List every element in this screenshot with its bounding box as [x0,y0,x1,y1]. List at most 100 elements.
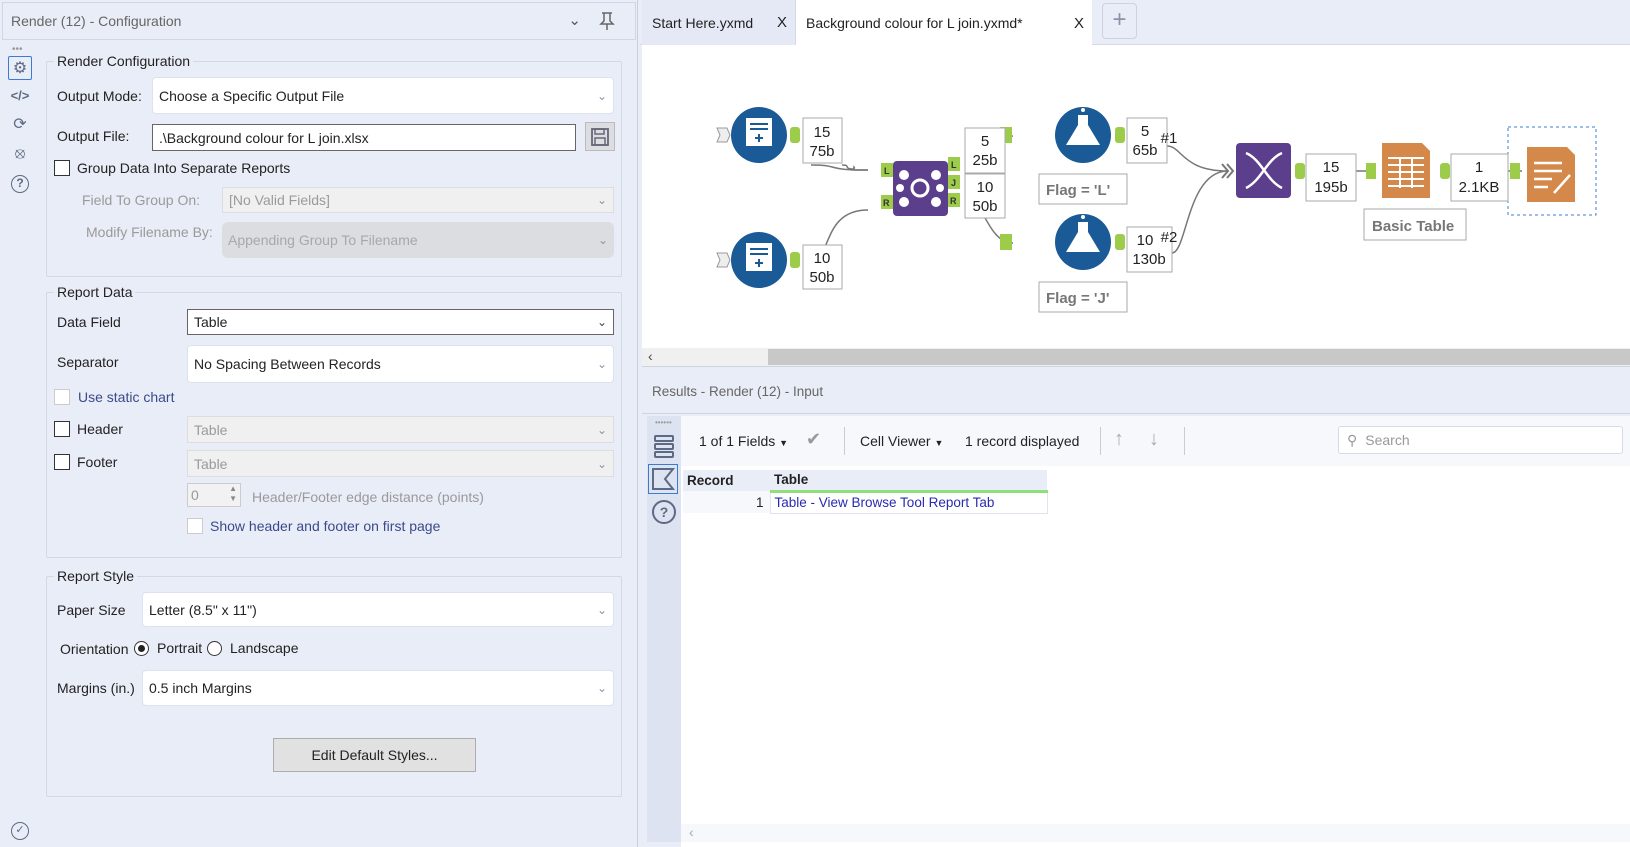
group-data-checkbox[interactable] [54,160,70,176]
canvas-horizontal-scrollbar[interactable]: ‹ [642,348,1630,366]
scroll-left-icon[interactable]: ‹ [648,348,653,364]
join-tool[interactable]: L R L J R [881,157,960,216]
header-checkbox[interactable] [54,421,70,437]
new-tab-button[interactable]: + [1102,3,1137,39]
scrollbar-thumb[interactable] [768,349,1630,365]
join-anchor-in-right: R [883,198,890,208]
field-to-group-value: [No Valid Fields] [229,192,330,208]
footer-value: Table [194,455,228,472]
code-icon[interactable]: </> [10,88,30,103]
table-row[interactable]: 1 Table - View Browse Tool Report Tab [683,490,1048,514]
cell-viewer-dropdown[interactable]: Cell Viewer ▼ [860,433,943,449]
table-cell-link[interactable]: Table - View Browse Tool Report Tab [769,490,1048,514]
fields-dropdown[interactable]: 1 of 1 Fields ▼ [699,433,788,449]
checkmark-icon[interactable]: ✔ [806,429,822,449]
tag-icon[interactable]: ⦻ [14,145,26,162]
svg-text:10: 10 [814,250,831,267]
drag-handle-icon[interactable]: ••• [12,44,23,55]
results-side-toolbar: •••••• ? [647,416,681,842]
output-mode-select[interactable]: Choose a Specific Output File⌄ [152,77,614,114]
input-tool-1[interactable] [716,107,800,163]
union-tool[interactable] [1221,143,1305,198]
modify-filename-select[interactable]: Appending Group To Filename⌄ [222,222,614,258]
column-header-table[interactable]: Table [770,470,1047,493]
margins-select[interactable]: 0.5 inch Margins⌄ [142,670,614,706]
svg-text:15: 15 [814,124,831,141]
toolbar-divider [1184,427,1185,455]
column-header-record[interactable]: Record [683,470,770,491]
report-style-group [46,576,622,797]
basic-table-label: Basic Table [1372,218,1454,235]
save-file-button[interactable] [585,122,615,151]
footer-label: Footer [77,454,118,470]
footer-select[interactable]: Table ⌄ [187,450,614,477]
output-file-label: Output File: [57,128,130,144]
svg-text:195b: 195b [1314,179,1347,196]
show-first-page-checkbox[interactable] [187,518,203,534]
output-mode-label: Output Mode: [57,88,142,104]
data-field-select[interactable]: Table⌄ [187,309,614,335]
separator-select[interactable]: No Spacing Between Records⌄ [187,345,614,383]
output-file-input[interactable]: .\Background colour for L join.xlsx [152,124,576,151]
portrait-label: Portrait [157,640,203,656]
results-horizontal-scrollbar[interactable]: ‹ [681,824,1630,842]
chevron-down-icon[interactable]: ⌄ [568,12,581,29]
save-icon [591,127,609,146]
paper-size-select[interactable]: Letter (8.5" x 11")⌄ [142,592,614,627]
svg-text:50b: 50b [972,198,997,215]
input-anchor-icon [652,468,676,490]
record-cell: 1 [683,491,770,513]
gear-icon[interactable]: ⚙ [8,56,32,80]
input-anchor [716,252,731,268]
header-select[interactable]: Table⌄ [187,416,614,443]
formula-tool-1[interactable] [1000,107,1125,163]
annotation-icon[interactable]: ⟳ [13,116,27,133]
configuration-panel: Render (12) - Configuration ⌄ ••• ⚙ </> … [0,0,638,847]
separator-label: Separator [57,354,119,370]
check-circle-icon[interactable]: ✓ [8,817,32,841]
input-anchor-button[interactable] [648,464,678,494]
basic-table-tool[interactable] [1366,143,1450,198]
chevron-down-icon: ⌄ [596,456,607,471]
modify-filename-label: Modify Filename By: [86,224,213,240]
landscape-radio[interactable] [207,641,222,656]
close-tab-icon[interactable]: X [1073,14,1084,32]
help-icon[interactable]: ? [652,500,676,524]
tab-background-colour[interactable]: Background colour for L join.yxmd* X [796,0,1092,46]
search-input[interactable]: ⚲Search [1338,426,1623,454]
arrow-up-icon[interactable]: ↑ [1114,428,1124,450]
report-style-legend: Report Style [54,568,138,584]
svg-text:25b: 25b [972,152,997,169]
help-icon[interactable]: ? [8,171,32,195]
edge-distance-stepper[interactable]: 0▲▼ [187,483,241,507]
stepper-arrows-icon[interactable]: ▲▼ [229,484,237,503]
chevron-down-icon: ⌄ [596,681,607,695]
union-tag-2: #2 [1161,229,1178,246]
paper-size-label: Paper Size [57,602,126,618]
scroll-left-icon[interactable]: ‹ [689,824,694,840]
pin-icon[interactable] [599,11,615,31]
arrow-down-icon[interactable]: ↓ [1149,428,1159,450]
static-chart-checkbox[interactable] [54,389,70,405]
close-tab-icon[interactable]: X [776,14,787,31]
field-to-group-select[interactable]: [No Valid Fields]⌄ [222,187,614,213]
svg-text:65b: 65b [1132,142,1157,159]
tab-start-here[interactable]: Start Here.yxmd X [642,0,796,45]
panel-title: Render (12) - Configuration [11,13,182,29]
footer-checkbox[interactable] [54,454,70,470]
rows-icon[interactable] [654,434,674,460]
portrait-radio[interactable] [134,641,149,656]
input-tool-2[interactable] [716,232,800,288]
data-field-value: Table [194,314,228,330]
formula-tool-2[interactable] [1000,214,1125,270]
edit-default-styles-button[interactable]: Edit Default Styles... [273,738,476,772]
drag-handle-icon[interactable]: •••••• [655,418,672,427]
chevron-down-icon: ⌄ [597,233,608,247]
results-table: Record Table 1 Table - View Browse Tool … [683,470,1048,514]
svg-text:10: 10 [977,179,994,196]
group-data-label: Group Data Into Separate Reports [77,160,291,176]
